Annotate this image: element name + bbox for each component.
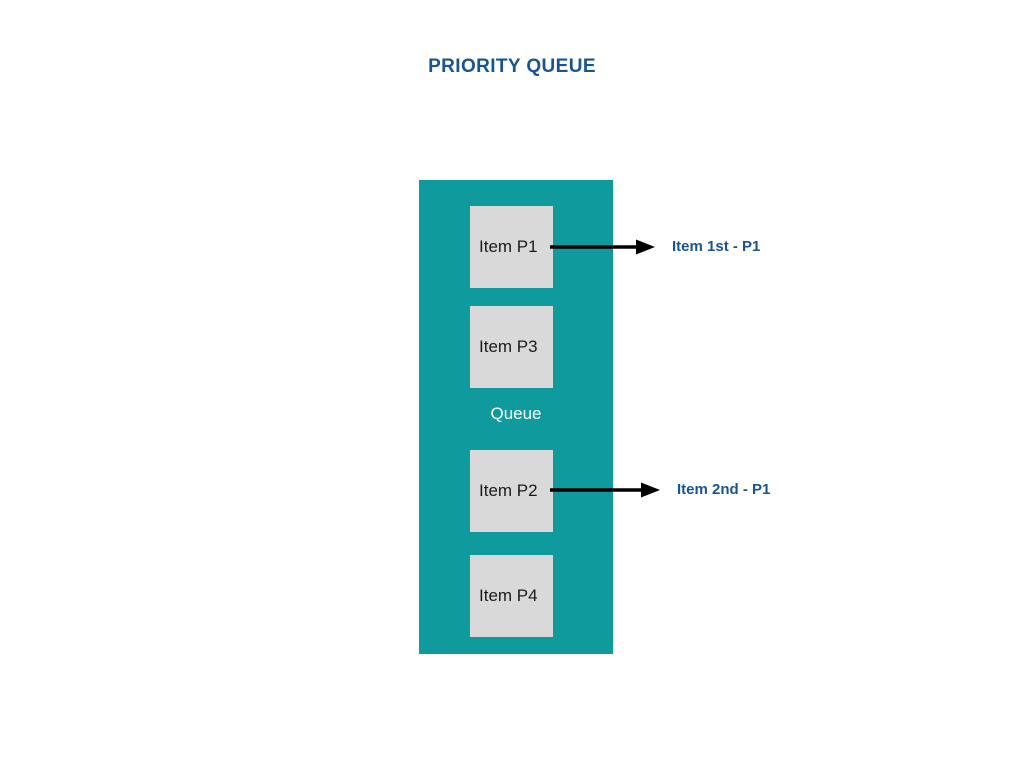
queue-item-p2[interactable]: Item P2 <box>470 450 553 532</box>
queue-item-p4[interactable]: Item P4 <box>470 555 553 637</box>
dequeue-arrow-1-icon <box>550 239 655 255</box>
queue-item-p1[interactable]: Item P1 <box>470 206 553 288</box>
queue-caption: Queue <box>490 404 542 423</box>
queue-item-label: Item P1 <box>479 237 538 256</box>
page-title: PRIORITY QUEUE <box>428 56 596 77</box>
output-label-first: Item 1st - P1 <box>672 238 761 255</box>
queue-item-label: Item P3 <box>479 337 538 356</box>
queue-item-label: Item P4 <box>479 586 538 605</box>
output-label-second: Item 2nd - P1 <box>677 481 771 498</box>
dequeue-arrow-2-icon <box>550 482 660 498</box>
queue-item-p3[interactable]: Item P3 <box>470 306 553 388</box>
queue-container: Item P1 Item P3 Queue Item P2 Item P4 <box>419 180 613 654</box>
queue-item-label: Item P2 <box>479 481 538 500</box>
